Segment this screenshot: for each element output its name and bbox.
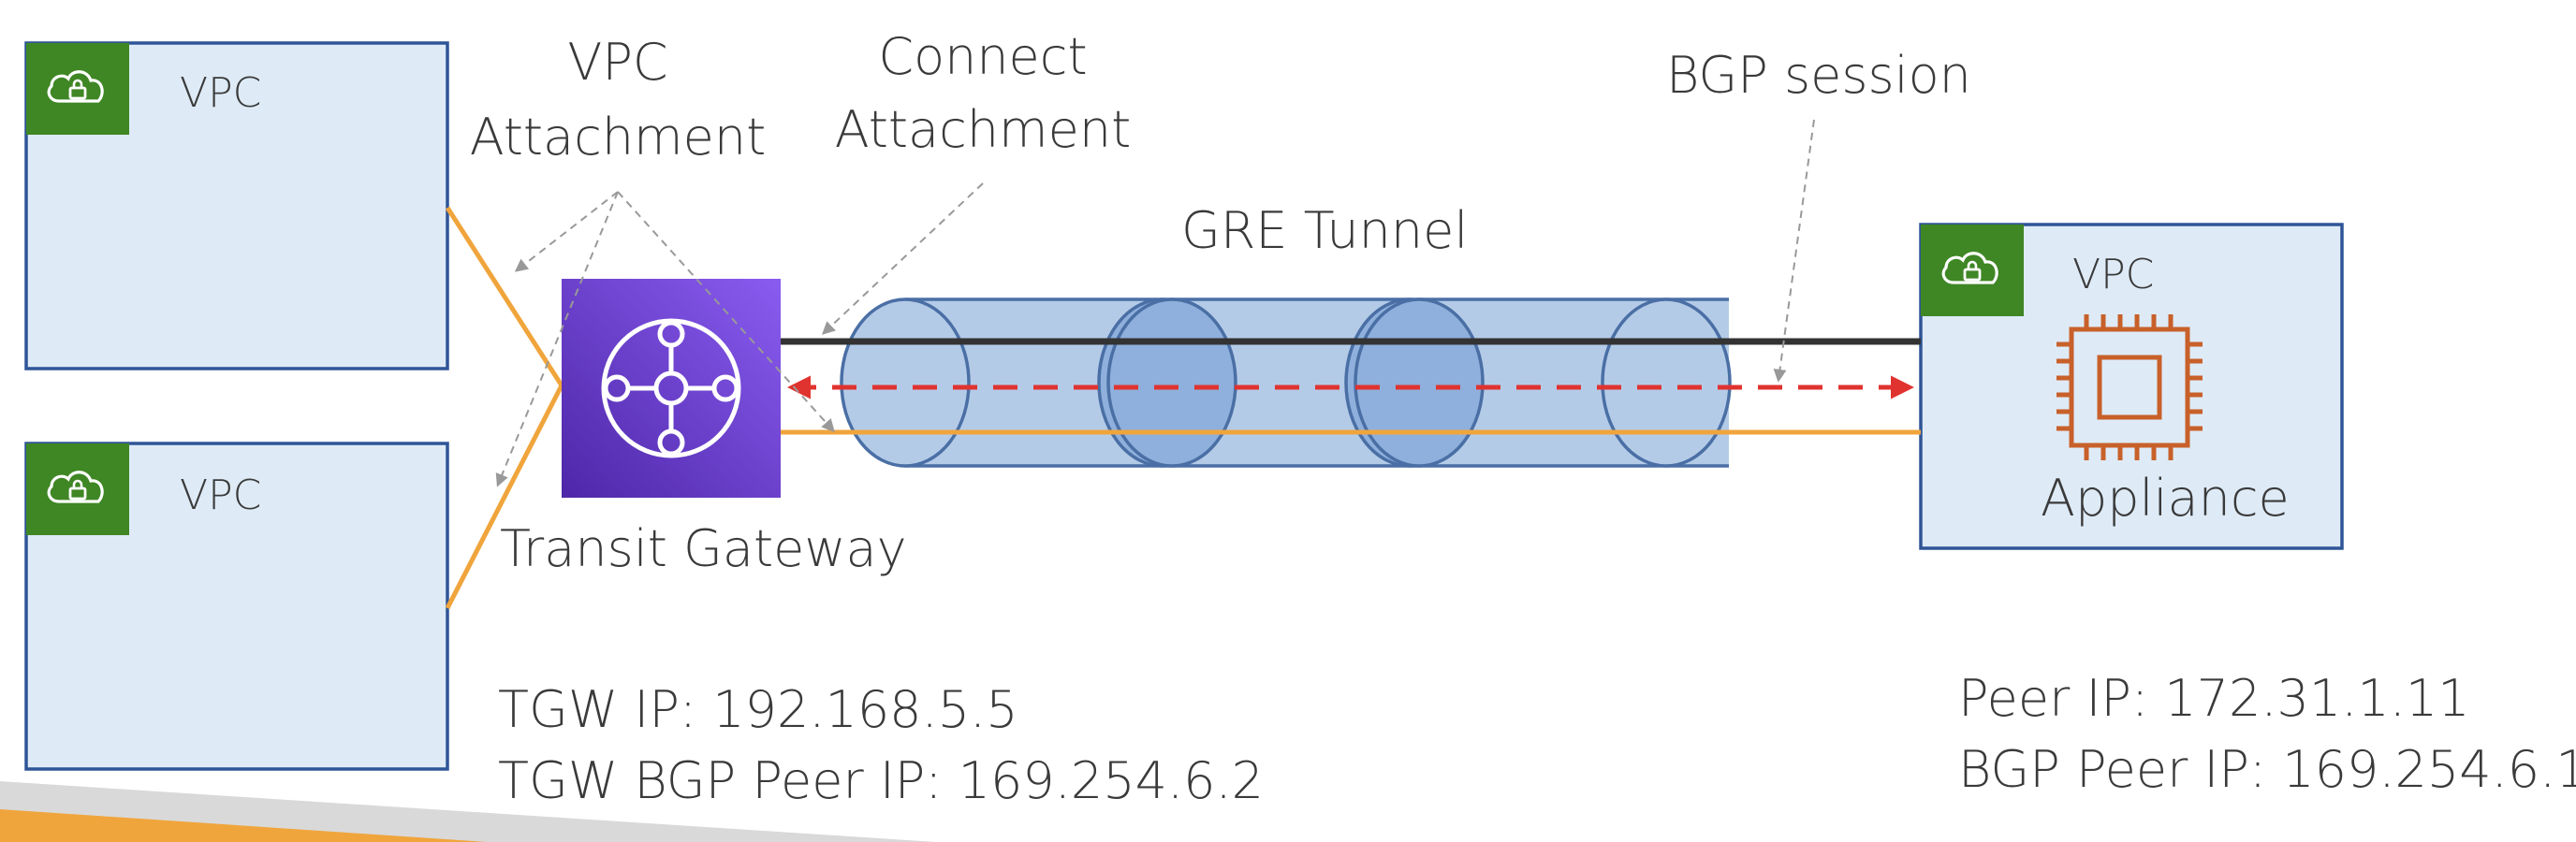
transit-gateway-icon[interactable] bbox=[562, 279, 781, 498]
gre-tunnel-label: GRE Tunnel bbox=[1181, 201, 1469, 260]
bgp-session-label: BGP session bbox=[1666, 46, 1971, 105]
transit-gateway-label: Transit Gateway bbox=[500, 519, 907, 578]
connect-attachment-label-line2: Attachment bbox=[834, 100, 1132, 159]
appliance-label: Appliance bbox=[2041, 469, 2290, 528]
tgw-ip: TGW IP: 192.168.5.5 bbox=[498, 680, 1018, 739]
ec2-chip-icon bbox=[2056, 314, 2203, 460]
gre-tunnel-cylinder bbox=[840, 298, 1732, 468]
connect-attachment-label-line1: Connect bbox=[878, 27, 1088, 86]
vpc-attachment-label-line1: VPC bbox=[567, 33, 668, 92]
vpc-label: VPC bbox=[180, 472, 262, 519]
vpc-attachment-label-line2: Attachment bbox=[469, 108, 767, 167]
annotation-pointers bbox=[495, 119, 1815, 487]
vpc-label: VPC bbox=[2072, 251, 2155, 298]
footer-banner-orange bbox=[0, 809, 487, 842]
tgw-bgp-peer-ip: TGW BGP Peer IP: 169.254.6.2 bbox=[498, 751, 1265, 810]
vpc-label: VPC bbox=[180, 69, 262, 117]
peer-bgp-peer-ip: BGP Peer IP: 169.254.6.1 bbox=[1958, 740, 2576, 799]
peer-ip: Peer IP: 172.31.1.11 bbox=[1958, 669, 2470, 728]
